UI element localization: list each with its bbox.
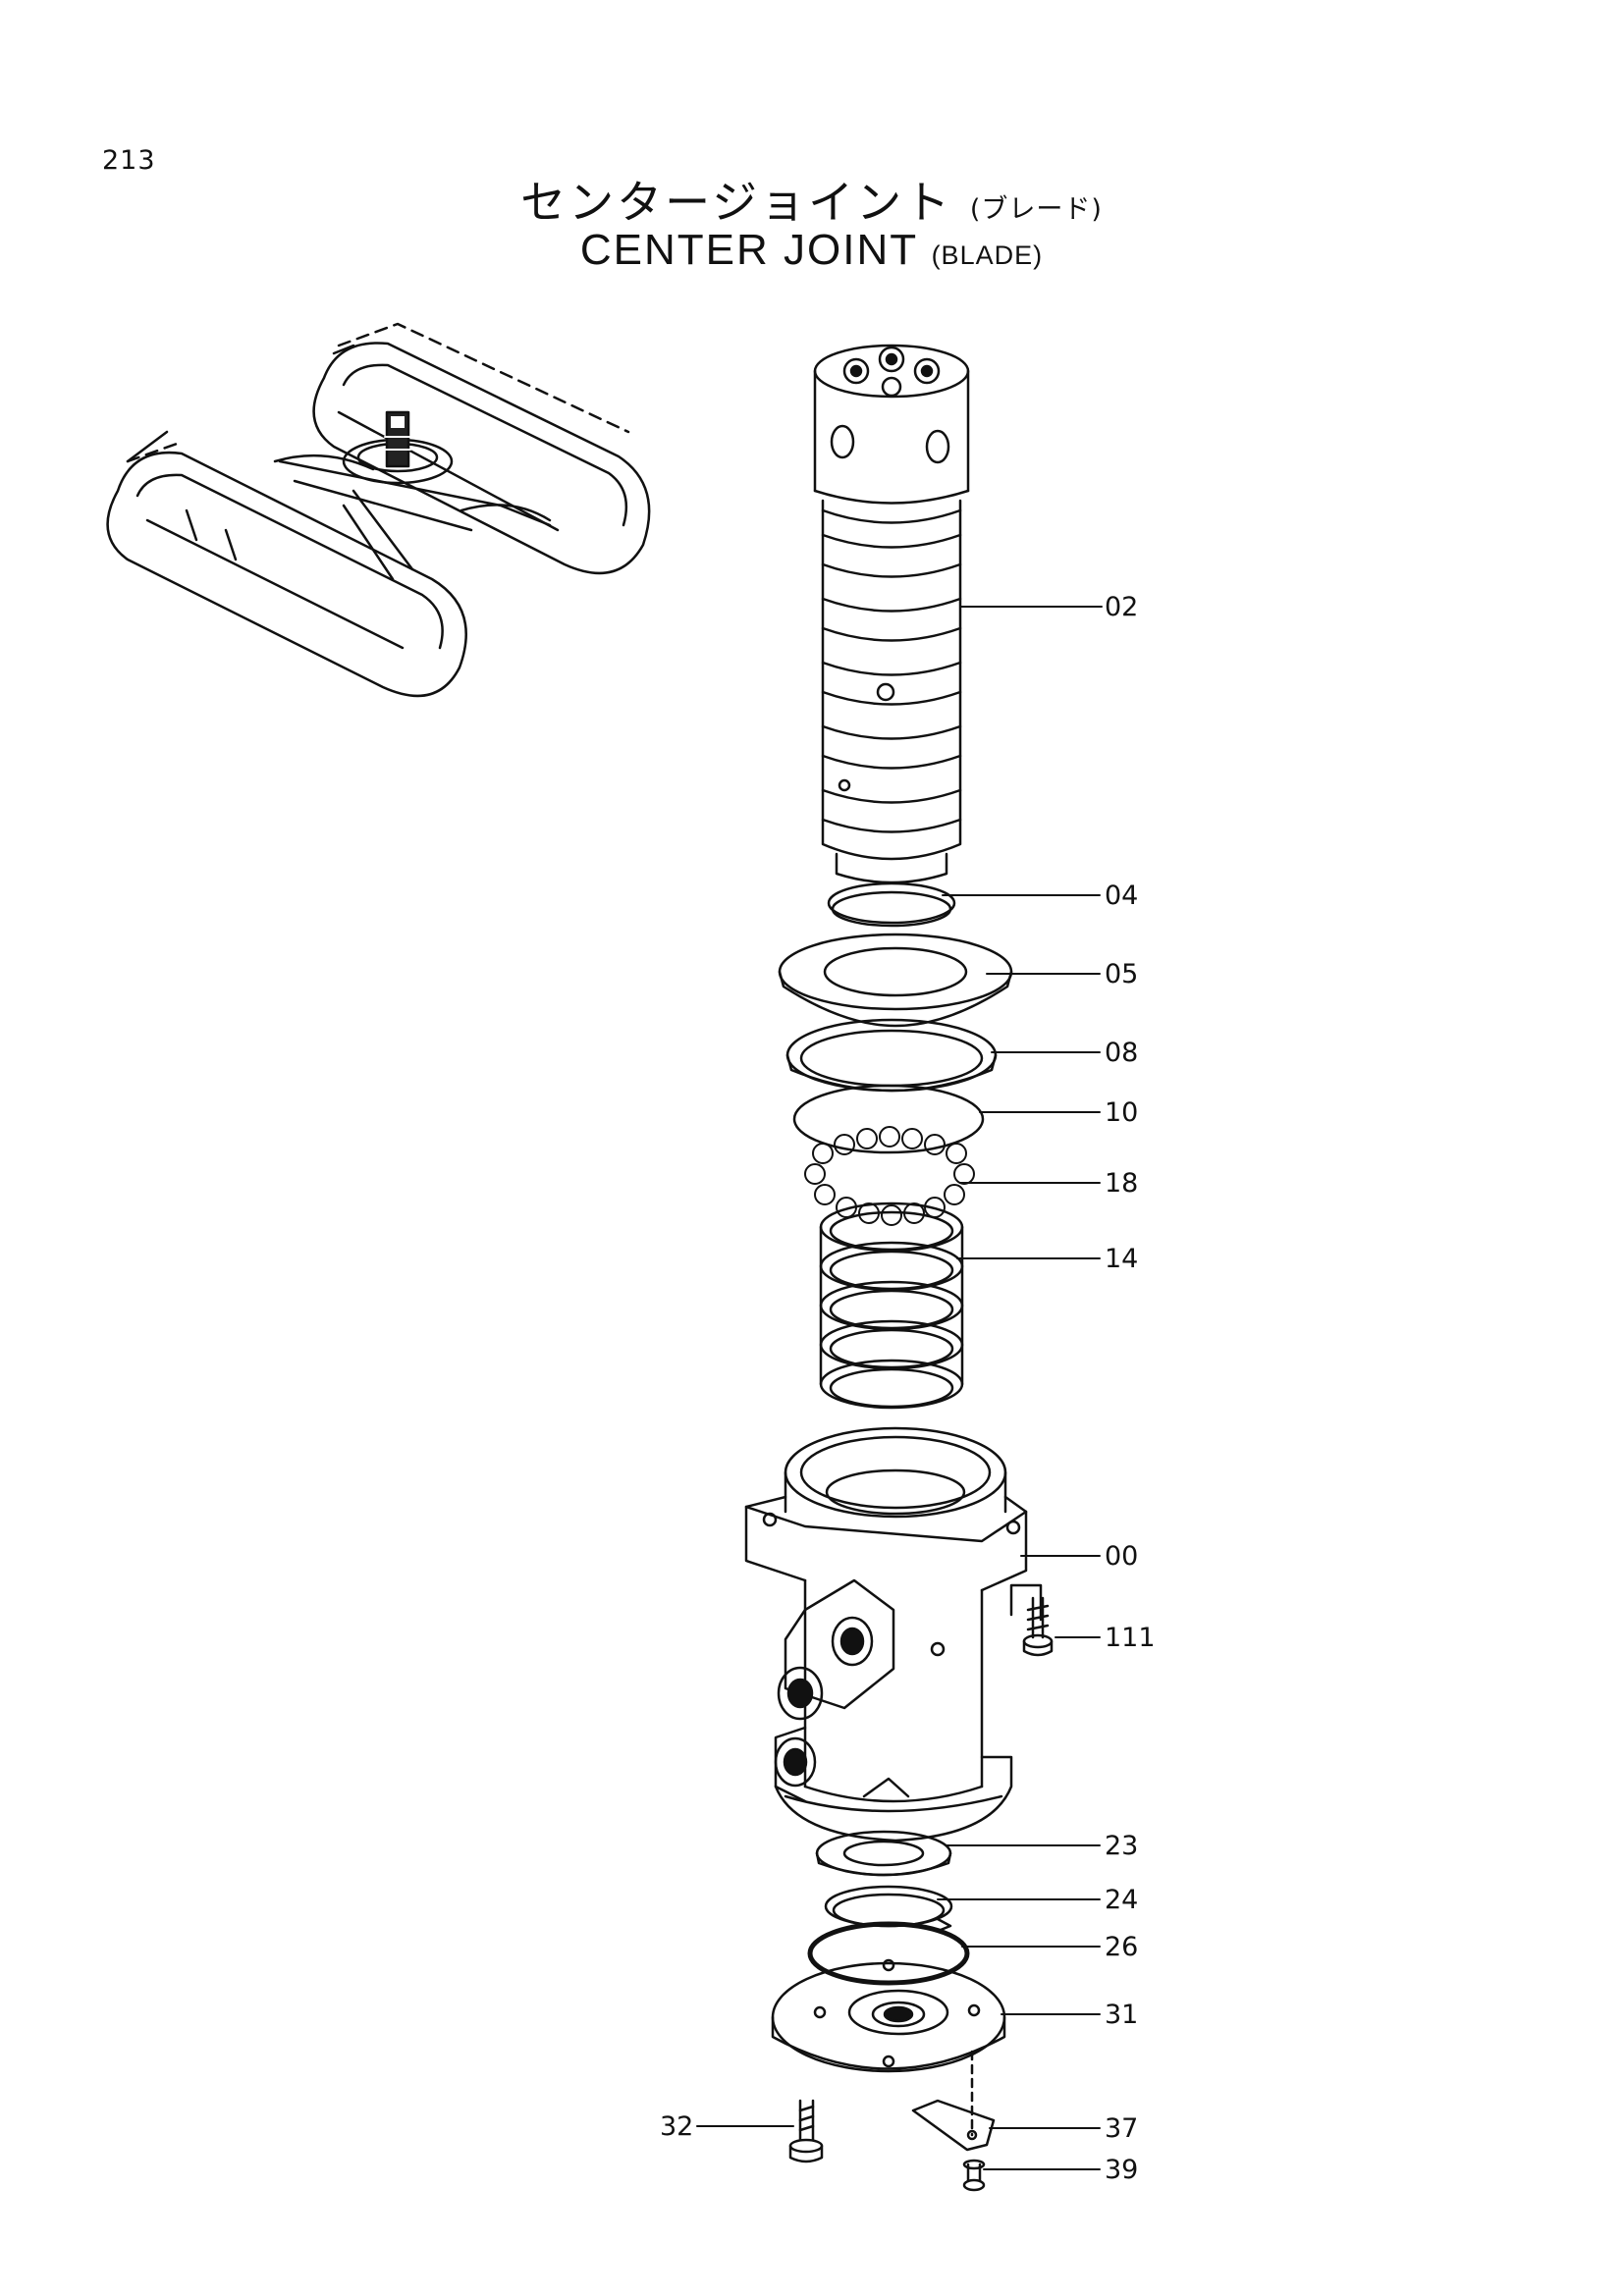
page-title-japanese: センタージョイント (ブレード) bbox=[0, 167, 1623, 232]
part-label-00: 00 bbox=[1105, 1541, 1139, 1572]
part-bolt-111 bbox=[1022, 1596, 1054, 1657]
part-seal-stack-14 bbox=[819, 1201, 964, 1410]
part-label-23: 23 bbox=[1105, 1831, 1139, 1861]
part-label-14: 14 bbox=[1105, 1244, 1139, 1274]
title-en-main: CENTER JOINT bbox=[579, 226, 918, 274]
undercarriage-inset bbox=[106, 322, 651, 698]
part-label-05: 05 bbox=[1105, 959, 1139, 989]
part-o-ring-04 bbox=[827, 881, 956, 928]
part-bolt-32 bbox=[788, 2099, 824, 2163]
part-label-04: 04 bbox=[1105, 881, 1139, 911]
part-label-26: 26 bbox=[1105, 1932, 1139, 1962]
part-label-31: 31 bbox=[1105, 2000, 1139, 2030]
part-label-39: 39 bbox=[1105, 2155, 1139, 2185]
part-o-ring-26 bbox=[807, 1921, 970, 1986]
part-label-08: 08 bbox=[1105, 1038, 1139, 1068]
part-label-18: 18 bbox=[1105, 1168, 1139, 1199]
part-washer-23 bbox=[815, 1830, 952, 1877]
part-cover-05 bbox=[778, 933, 1013, 1028]
title-jp-main: センタージョイント bbox=[520, 176, 953, 229]
part-label-32: 32 bbox=[660, 2111, 694, 2142]
part-label-37: 37 bbox=[1105, 2113, 1139, 2144]
part-shaft bbox=[813, 344, 970, 884]
part-screw-39 bbox=[962, 2159, 986, 2192]
part-label-02: 02 bbox=[1105, 592, 1139, 622]
part-label-24: 24 bbox=[1105, 1885, 1139, 1915]
part-o-ring-10 bbox=[792, 1084, 985, 1154]
part-ball-ring-18 bbox=[804, 1126, 975, 1226]
part-body-00 bbox=[744, 1426, 1043, 1842]
part-label-10: 10 bbox=[1105, 1097, 1139, 1128]
part-label-111: 111 bbox=[1105, 1623, 1156, 1653]
title-en-sub: (BLADE) bbox=[931, 240, 1044, 270]
part-plate-37 bbox=[911, 2050, 996, 2152]
part-cover-plate-31 bbox=[771, 1958, 1006, 2073]
part-seal-08 bbox=[785, 1018, 998, 1093]
title-jp-sub: (ブレード) bbox=[969, 194, 1103, 225]
page-number: 213 bbox=[102, 145, 156, 176]
leader-lines bbox=[696, 606, 1103, 2170]
page-title-english: CENTER JOINT (BLADE) bbox=[0, 226, 1623, 275]
